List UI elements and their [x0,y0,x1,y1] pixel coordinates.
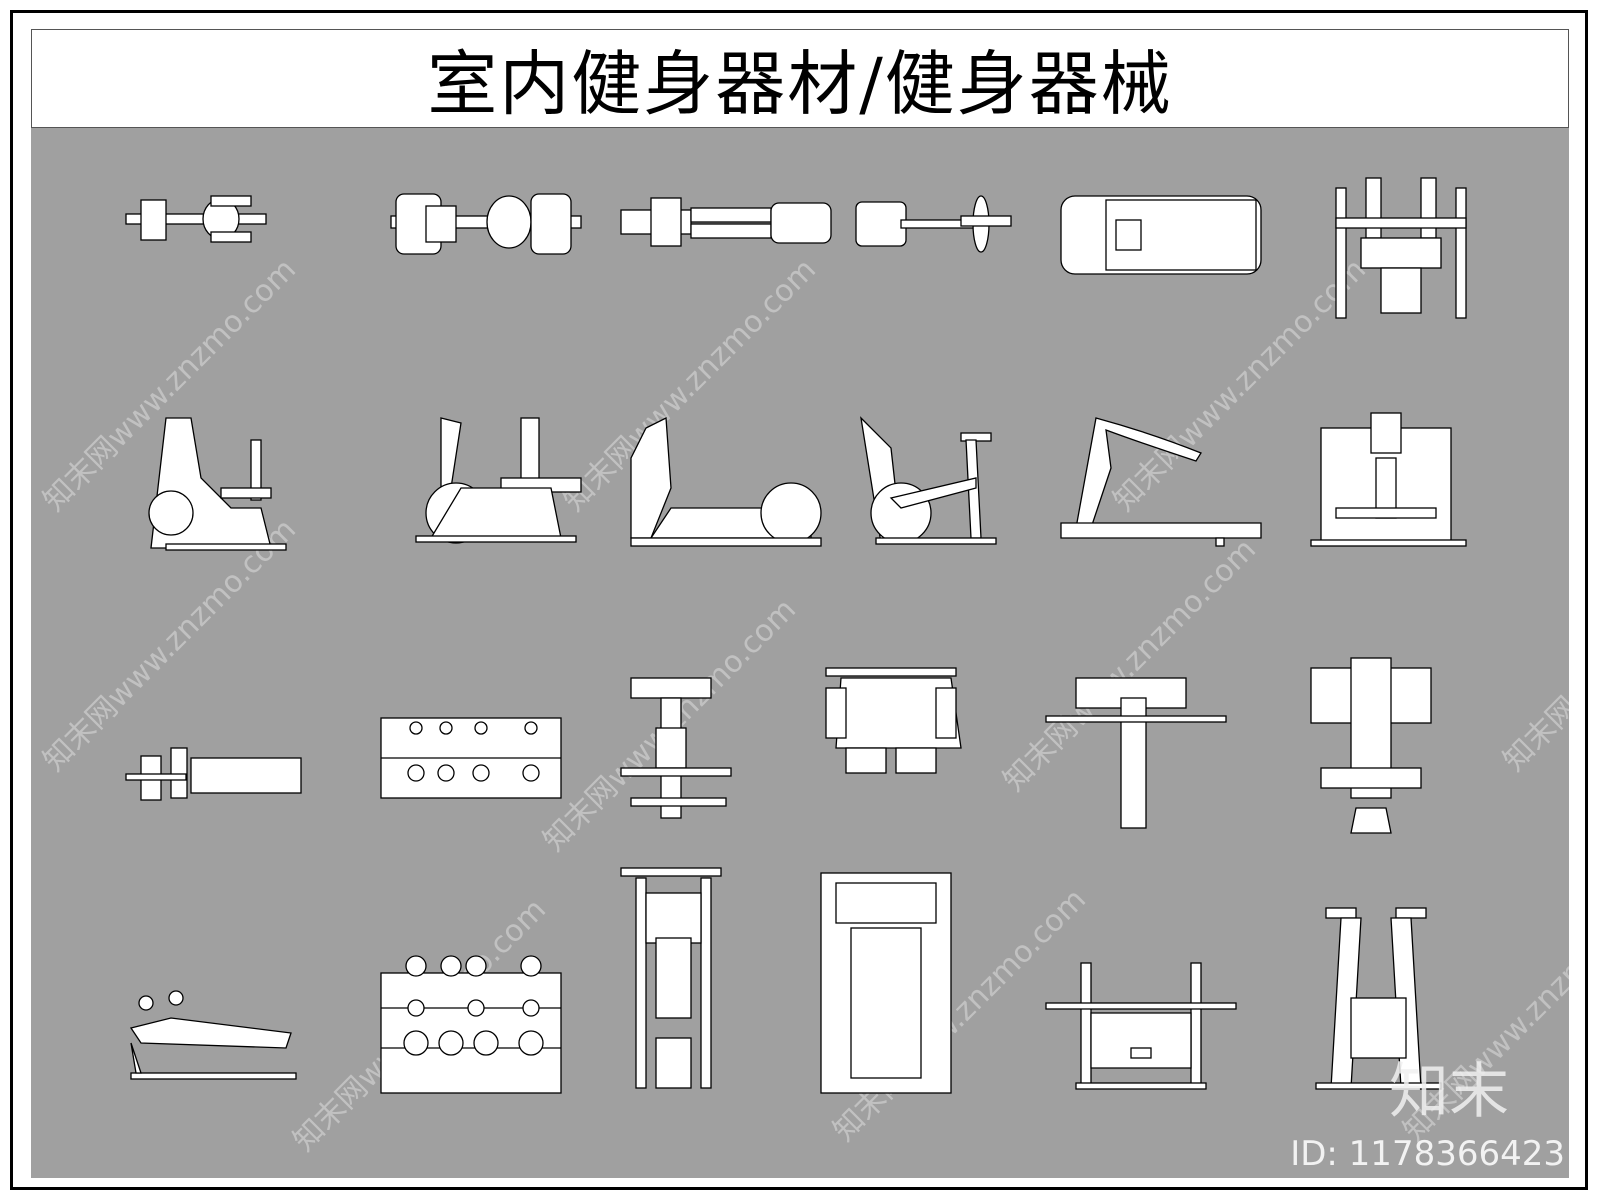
elliptical-side-view [630,416,822,547]
upright-bike-side-view [148,417,287,551]
weight-bench-top-view [1045,677,1227,829]
multi-gym-front-view [620,867,722,1089]
dumbbell-rack-front-view [380,955,562,1094]
leg-press-side-view [1310,412,1467,547]
squat-rack-front-view [1045,962,1237,1090]
chest-press-top-view [825,667,962,774]
treadmill-side-view [1060,417,1262,547]
spin-bike-top-view [855,195,1012,253]
bike-top-view [125,195,267,243]
title-strip: 室内健身器材/健身器械 [31,29,1569,128]
drawing-frame [10,10,1588,1190]
strength-machine-top-view [1335,177,1467,319]
weight-machine-top-view [620,677,732,819]
equipment-drawings [125,177,1467,1094]
watermark-logo: 知末 [1389,1057,1509,1127]
elliptical-top-view [620,197,832,247]
drawing-canvas: 知末网www.znzmo.com 知末网www.znzmo.com 知末网www… [31,128,1569,1178]
ab-bench-side-view [129,990,297,1080]
rowing-machine-front-view [1315,907,1442,1090]
spin-bike-side-view [860,416,997,545]
treadmill-top-view [1060,195,1262,275]
page-title: 室内健身器材/健身器械 [427,43,1173,125]
bench-top-view [125,747,302,801]
image-id: ID: 1178366423 [1290,1134,1565,1174]
dumbbell-rack-top-view [380,717,562,799]
recumbent-bike-top-view [390,193,582,255]
recumbent-bike-side-view [415,417,582,544]
leg-machine-top-view [1310,657,1432,834]
treadmill-front-view [820,872,952,1094]
